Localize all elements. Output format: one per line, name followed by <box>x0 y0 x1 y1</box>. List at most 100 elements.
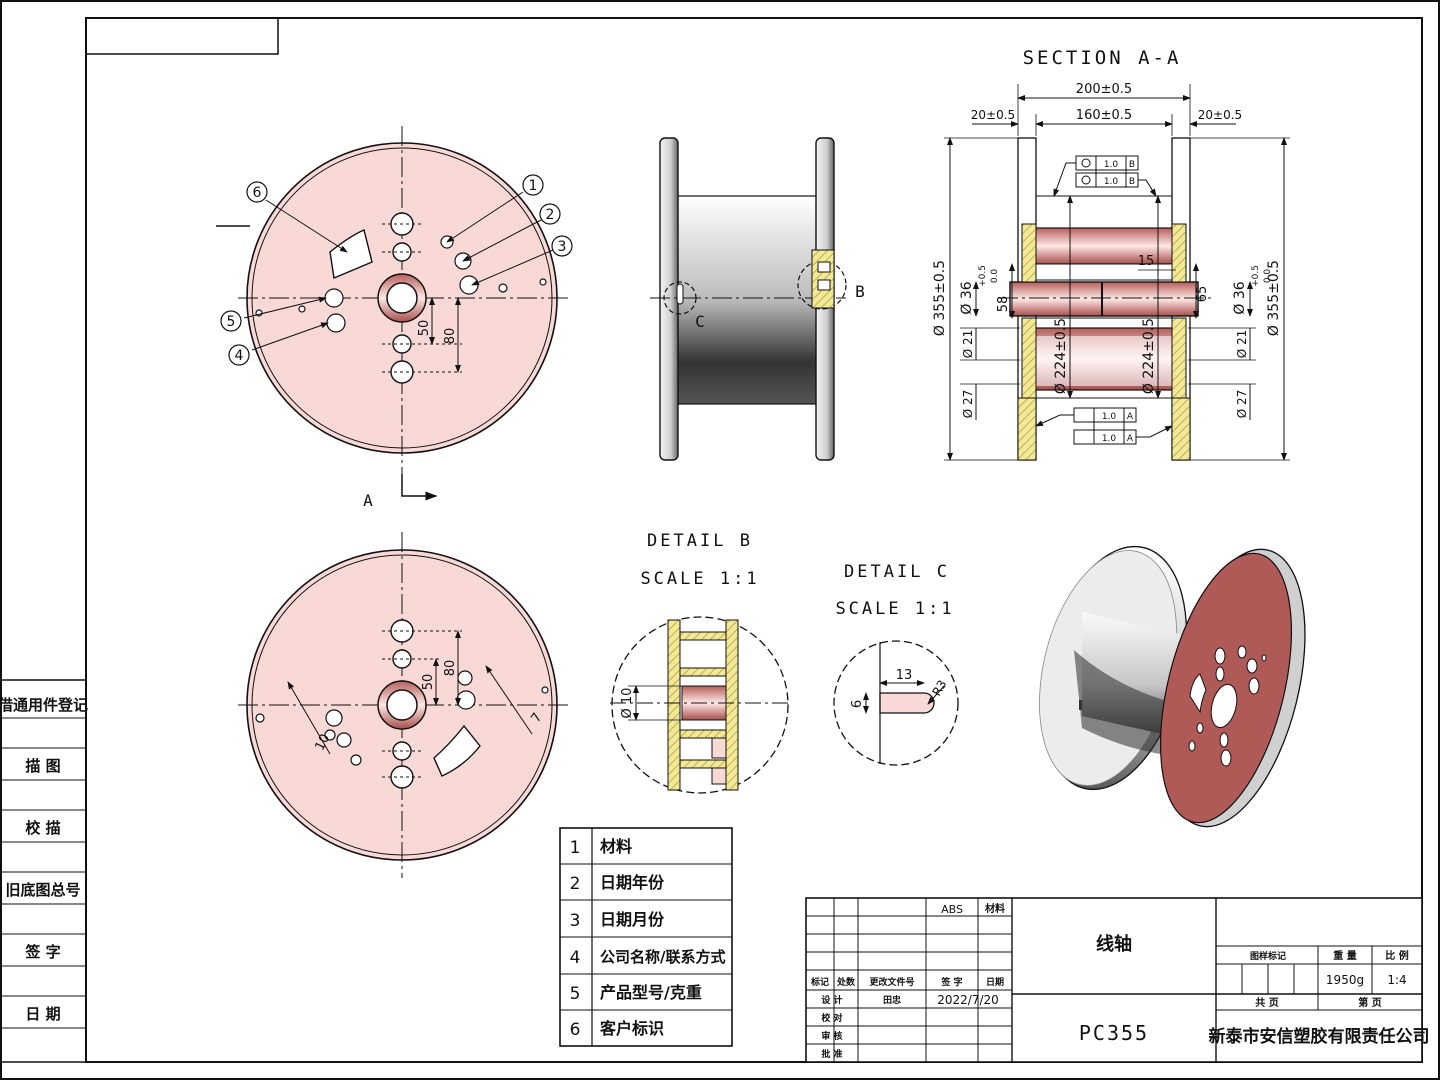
fcf-top: 1.0 1.0 B B <box>1053 155 1157 197</box>
date-label: 日期 <box>986 976 1004 988</box>
dim-10: 10 <box>312 732 333 753</box>
drawing-number: PC355 <box>1079 1021 1149 1045</box>
iso-view <box>1039 545 1306 828</box>
material-value: ABS <box>941 903 963 916</box>
strip-label: 旧底图总号 <box>5 881 80 899</box>
strip-label: 借通用件登记 <box>0 696 88 714</box>
legend-text: 材料 <box>600 837 632 856</box>
fcf-datum: B <box>1129 160 1135 170</box>
dim-355-right: Ø 355±0.5 <box>1266 260 1282 336</box>
dim-13: 13 <box>896 668 913 683</box>
tol-up-right: +0.5 <box>1251 265 1261 287</box>
tol-down-right: 0.0 <box>1263 269 1273 284</box>
design-label: 设 计 <box>821 994 842 1006</box>
part-name: 线轴 <box>1096 933 1132 955</box>
count-label: 处数 <box>836 976 856 988</box>
section-label-a: A <box>363 491 373 510</box>
dim-224-right: Ø 224±0.5 <box>1141 318 1157 394</box>
detail-c-scale: SCALE 1:1 <box>835 599 954 619</box>
fcf-value: 1.0 <box>1104 177 1119 187</box>
side-view: B C <box>650 137 865 461</box>
legend-text: 日期月份 <box>600 910 665 929</box>
change-doc-label: 更改文件号 <box>869 976 914 988</box>
sign-label: 签 字 <box>940 976 962 988</box>
approve-label: 批 准 <box>821 1048 842 1060</box>
legend-text: 产品型号/克重 <box>600 983 702 1002</box>
legend-num: 2 <box>570 874 581 894</box>
dim-21-left: Ø 21 <box>961 330 975 359</box>
legend-text: 日期年份 <box>600 873 665 892</box>
balloon-6: 6 <box>253 185 262 201</box>
detail-b: DETAIL B SCALE 1:1 Ø 10 <box>610 531 790 794</box>
detail-label-c: C <box>695 312 705 331</box>
total-pages-label: 共 页 <box>1255 996 1278 1009</box>
dim-6: 6 <box>850 700 865 708</box>
dim-15: 15 <box>1138 254 1155 269</box>
balloon-1: 1 <box>529 178 538 194</box>
dim-36-left: Ø 36 <box>959 281 975 314</box>
back-view: 80 50 10 7 <box>238 532 568 878</box>
weight-label: 重 量 <box>1333 949 1356 962</box>
section-view: SECTION A-A 200±0.5 160±0.5 20±0.5 20±0 <box>932 47 1290 461</box>
dim-36-right: Ø 36 <box>1232 281 1248 314</box>
dim-10-detail-b: Ø 10 <box>620 688 635 719</box>
dim-50: 50 <box>421 674 436 691</box>
legend-text: 客户标识 <box>600 1019 664 1038</box>
balloon-2: 2 <box>546 207 555 223</box>
weight-value: 1950g <box>1326 973 1364 987</box>
dim-20-left: 20±0.5 <box>971 108 1015 122</box>
balloon-4: 4 <box>235 348 244 364</box>
fcf-datum: B <box>1129 177 1135 187</box>
detail-b-title: DETAIL B <box>647 531 753 551</box>
check-label: 校 对 <box>821 1012 842 1024</box>
design-date: 2022/7/20 <box>937 993 999 1007</box>
dim-224-left: Ø 224±0.5 <box>1053 318 1069 394</box>
dim-r3: R3 <box>929 678 949 699</box>
legend-num: 4 <box>570 948 581 968</box>
strip-label: 签 字 <box>24 943 60 961</box>
tol-up-left: +0.5 <box>978 265 988 287</box>
strip-label: 描 图 <box>25 757 60 775</box>
strip-label: 校 描 <box>25 819 60 837</box>
detail-c: DETAIL C SCALE 1:1 13 6 R3 <box>833 562 959 766</box>
dim-27-left: Ø 27 <box>961 390 975 419</box>
material-label: 材料 <box>985 902 1005 915</box>
dim-21-right: Ø 21 <box>1235 330 1249 359</box>
dim-27-right: Ø 27 <box>1235 390 1249 419</box>
tol-down-left: 0.0 <box>990 269 1000 284</box>
dim-20-right: 20±0.5 <box>1198 108 1242 122</box>
section-title: SECTION A-A <box>1023 47 1182 69</box>
legend-num: 6 <box>570 1020 581 1040</box>
legend-text: 公司名称/联系方式 <box>600 948 725 966</box>
dim-58: 58 <box>996 296 1011 313</box>
detail-b-scale: SCALE 1:1 <box>640 569 759 589</box>
dim-65: 65 <box>1195 286 1210 303</box>
mark-label: 标记 <box>810 976 829 988</box>
dim-200: 200±0.5 <box>1076 82 1132 97</box>
review-label: 审 核 <box>821 1030 842 1042</box>
fcf-datum: A <box>1127 434 1134 444</box>
balloon-5: 5 <box>227 314 236 330</box>
legend-num: 3 <box>570 911 581 931</box>
page-label: 第 页 <box>1358 996 1381 1009</box>
dim-80: 80 <box>443 328 458 345</box>
left-strip: 借通用件登记 描 图 校 描 旧底图总号 签 字 日 期 <box>0 679 88 1063</box>
fcf-value: 1.0 <box>1104 160 1119 170</box>
dim-80: 80 <box>443 660 458 677</box>
legend-num: 1 <box>570 838 581 858</box>
dim-50: 50 <box>417 320 432 337</box>
legend-num: 5 <box>570 984 581 1004</box>
fcf-value: 1.0 <box>1102 412 1117 422</box>
balloon-3: 3 <box>558 239 567 255</box>
dim-160: 160±0.5 <box>1076 108 1132 123</box>
fcf-datum: A <box>1127 412 1134 422</box>
detail-label-b: B <box>855 282 865 301</box>
scale-value: 1:4 <box>1387 973 1406 987</box>
designer: 田忠 <box>883 994 901 1006</box>
company-name: 新泰市安信塑胶有限责任公司 <box>1209 1026 1430 1047</box>
dim-355-left: Ø 355±0.5 <box>932 260 948 336</box>
legend-table: 1 2 3 4 5 6 材料 日期年份 日期月份 公司名称/联系方式 产品型号/… <box>559 827 733 1047</box>
detail-c-title: DETAIL C <box>844 562 950 582</box>
